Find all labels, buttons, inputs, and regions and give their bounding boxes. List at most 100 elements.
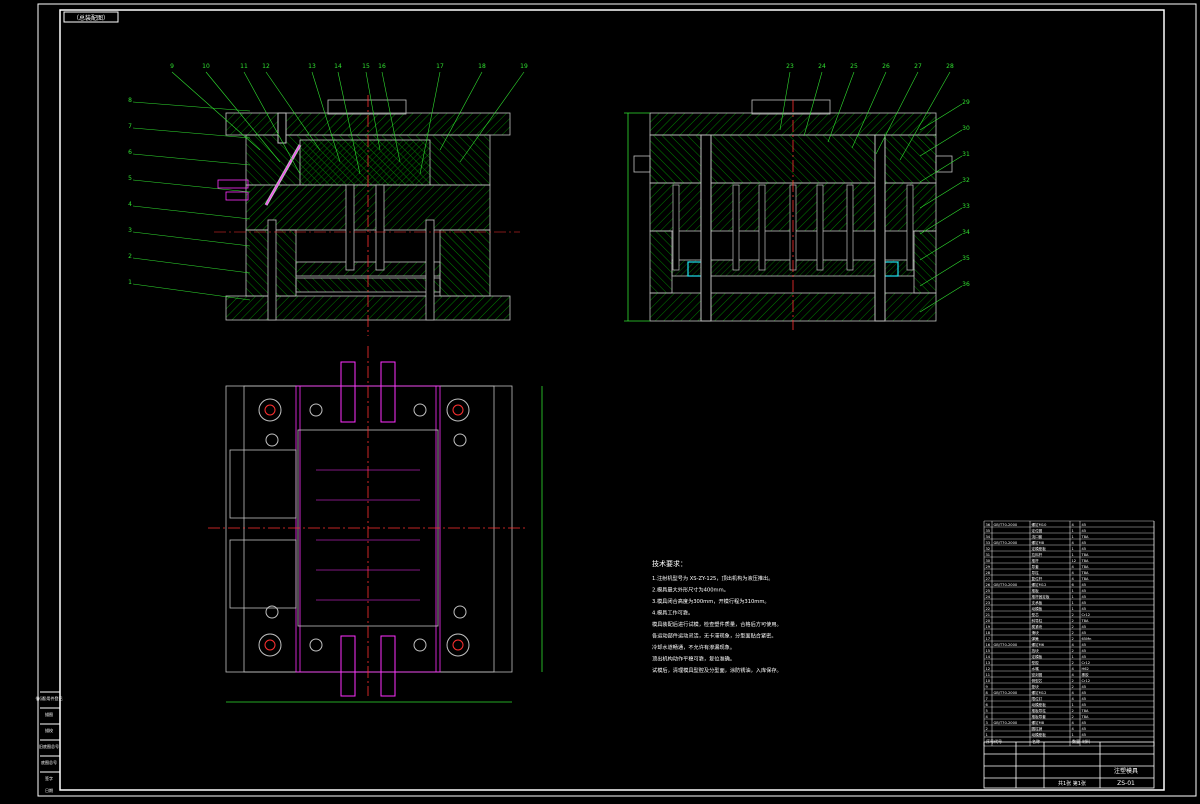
bom-cell: 推杆 (1032, 558, 1040, 563)
balloon-number: 2 (128, 253, 132, 260)
balloon-number: 6 (128, 149, 132, 156)
bom-cell: 弹簧 (1032, 636, 1040, 641)
bom-cell: 3 (986, 721, 988, 725)
bom-cell: 型腔 (1032, 660, 1040, 665)
bom-cell: 1 (1072, 547, 1074, 551)
balloon-number: 29 (962, 99, 970, 106)
bom-header-cell: 数量 (1072, 738, 1080, 744)
leader-line (132, 153, 251, 166)
bom-cell: 4 (1072, 691, 1075, 695)
bom-cell: 29 (986, 565, 991, 569)
bom-cell: 45 (1082, 601, 1087, 605)
balloon-number: 32 (962, 177, 970, 184)
bom-cell: 限位钉 (1032, 696, 1043, 701)
screw-hole (453, 605, 467, 619)
leader-line (919, 285, 963, 313)
leader-line (132, 179, 251, 193)
balloon-number: 35 (962, 255, 970, 262)
bom-cell: 4 (1072, 523, 1075, 527)
bom-cell: 5 (986, 709, 988, 713)
note-line: 3.模具闭合高度为300mm，开模行程为310mm。 (652, 597, 770, 605)
screw-hole (265, 433, 279, 447)
bom-header-cell: 材料 (1082, 738, 1090, 744)
bom-cell: 45 (1082, 589, 1087, 593)
bom-cell: 滑块 (1032, 630, 1040, 635)
bom-cell: 6 (986, 703, 989, 707)
bom-cell: 45 (1082, 655, 1087, 659)
bom-cell: 楔紧块 (1032, 624, 1043, 629)
bom-cell: 密封圈 (1032, 672, 1043, 677)
front-section-view (217, 99, 511, 321)
guide-hole-center (452, 639, 464, 651)
bom-cell: 4 (1072, 697, 1075, 701)
technical-notes: 技术要求： 1.注射机型号为 XS-ZY-125，顶出机构为液压推出。2.模具最… (652, 559, 782, 674)
bom-cell: T8A (1081, 619, 1089, 623)
balloon-number: 11 (240, 63, 248, 70)
guide-hole (258, 633, 282, 657)
drawing-frame (37, 3, 1197, 797)
bom-cell: 螺钉M12 (1032, 582, 1047, 587)
balloon-number: 36 (962, 281, 970, 288)
leader-line (132, 257, 251, 274)
bom-cell: 2 (1072, 625, 1074, 629)
bom-cell: 21 (986, 613, 991, 617)
bom-cell: 45 (1082, 721, 1087, 725)
left-strip-label: 旧底图总号 (39, 743, 59, 749)
bom-cell: 25 (986, 589, 991, 593)
bom-cell: Cr12 (1082, 613, 1091, 617)
bom-cell: 4 (1072, 565, 1075, 569)
bom-cell: 复位杆 (1032, 576, 1043, 581)
left-strip-label: 日期 (45, 787, 53, 793)
balloon-number: 4 (128, 201, 132, 208)
bom-cell: 2 (986, 727, 988, 731)
bom-cell: 4 (986, 715, 989, 719)
side-pin (732, 184, 740, 271)
bom-cell: 4 (1072, 571, 1075, 575)
leader-line (919, 233, 963, 261)
bom-cell: 垫块 (1032, 684, 1040, 689)
leader-line (132, 283, 251, 301)
bom-cell: 45 (1082, 583, 1087, 587)
bom-cell: 35 (986, 529, 991, 533)
leader-line (381, 71, 401, 163)
note-line: 顶出机构动作平稳可靠，复位准确。 (652, 655, 735, 663)
guide-pin (267, 219, 277, 321)
balloon-number: 7 (128, 123, 132, 130)
bom-cell: 浇口套 (1032, 534, 1043, 539)
balloon-number: 9 (170, 63, 174, 70)
bom-cell: 螺钉M8 (1032, 720, 1045, 725)
bom-cell: 14 (986, 655, 991, 659)
balloon-number: 15 (362, 63, 370, 70)
balloon-number: 24 (818, 63, 826, 70)
screw (277, 112, 287, 144)
note-line: 2.模具最大外形尺寸为400mm。 (652, 586, 729, 594)
bom-cell: 17 (986, 637, 991, 641)
balloon-number: 27 (914, 63, 922, 70)
balloon-number: 17 (436, 63, 444, 70)
bom-cell: 侧型芯 (1032, 678, 1043, 683)
leader-line (919, 155, 963, 183)
bom-cell: 15 (986, 649, 991, 653)
leader-line (132, 127, 251, 139)
leader-line (851, 71, 887, 149)
bom-cell: 2 (1072, 631, 1074, 635)
ejector-pin (375, 184, 385, 271)
title-code: ZS-01 (1117, 780, 1135, 787)
leader-line (919, 181, 963, 209)
balloon-number: 34 (962, 229, 970, 236)
cooling-channel (340, 635, 356, 697)
bom-cell: 2 (1072, 619, 1074, 623)
bom-cell: T8A (1081, 577, 1089, 581)
bom-cell: 4 (1072, 727, 1075, 731)
bom-cell: T8A (1081, 565, 1089, 569)
screw-hole (453, 433, 467, 447)
balloon-number: 18 (478, 63, 486, 70)
leader-line (779, 71, 791, 131)
bom-cell: 2 (1072, 715, 1074, 719)
bom-cell: 支承板 (1032, 600, 1043, 605)
side-guide-pin (700, 134, 712, 322)
balloon-number: 3 (128, 227, 132, 234)
